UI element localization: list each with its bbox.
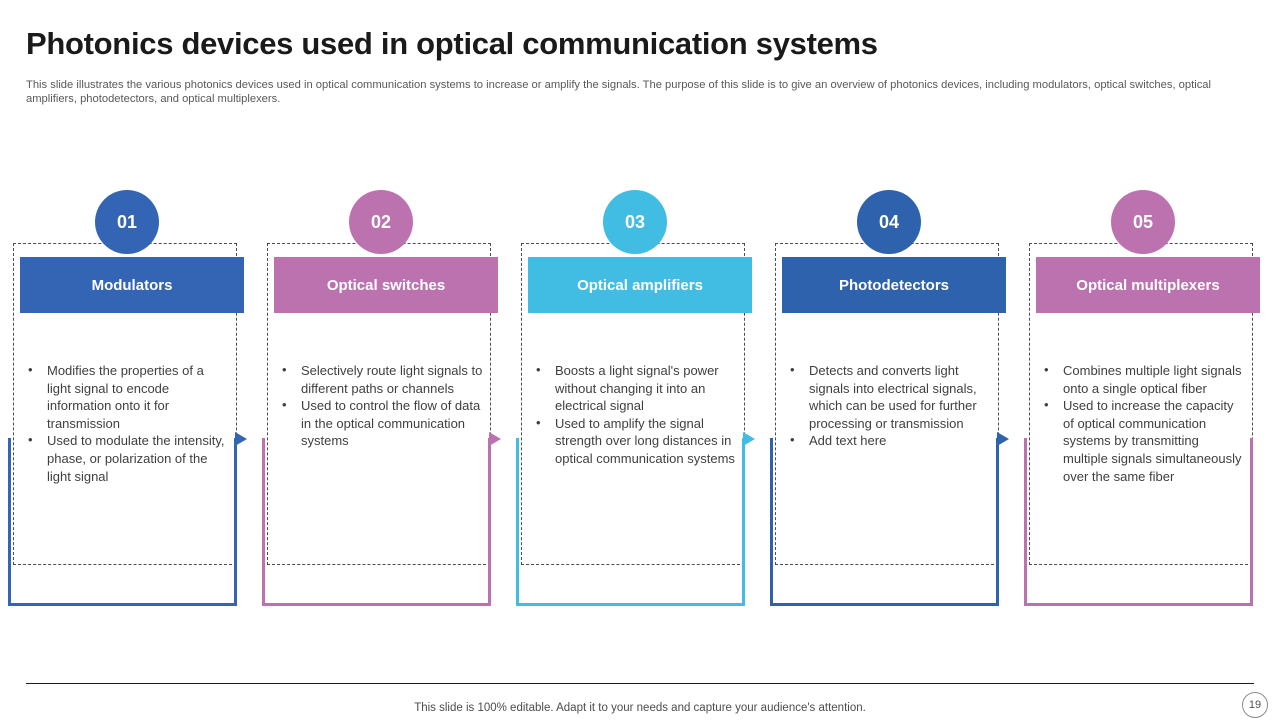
column-header-04[interactable]: Photodetectors xyxy=(782,257,1006,313)
accent-frame xyxy=(8,432,247,606)
list-item: Modifies the properties of a light signa… xyxy=(20,361,230,432)
list-item: Boosts a light signal's power without ch… xyxy=(528,361,738,415)
list-item: Combines multiple light signals onto a s… xyxy=(1036,361,1246,397)
step-number-circle-04: 04 xyxy=(857,190,921,254)
step-number-circle-05: 05 xyxy=(1111,190,1175,254)
bullet-list: Combines multiple light signals onto a s… xyxy=(1036,361,1246,485)
step-number-label: 01 xyxy=(116,211,138,232)
step-number-circle-03: 03 xyxy=(603,190,667,254)
page-subtitle: This slide illustrates the various photo… xyxy=(26,79,1212,105)
column-header-label: Modulators xyxy=(91,276,173,294)
flow-arrow-icon xyxy=(489,432,501,446)
device-columns-container: Modulators 01Modifies the properties of a… xyxy=(0,190,1280,620)
step-number-circle-01: 01 xyxy=(95,190,159,254)
column-header-03[interactable]: Optical amplifiers xyxy=(528,257,752,313)
bullet-list: Detects and converts light signals into … xyxy=(782,361,992,450)
device-column-01: Modulators 01Modifies the properties of a… xyxy=(0,190,254,620)
column-header-05[interactable]: Optical multiplexers xyxy=(1036,257,1260,313)
list-item: Used to modulate the intensity, phase, o… xyxy=(20,431,230,485)
column-header-label: Optical switches xyxy=(326,276,446,294)
step-number-label: 02 xyxy=(370,211,392,232)
flow-arrow-icon xyxy=(743,432,755,446)
column-header-label: Photodetectors xyxy=(838,276,949,294)
step-number-circle-02: 02 xyxy=(349,190,413,254)
column-header-label: Optical amplifiers xyxy=(577,276,703,294)
list-item: Used to amplify the signal strength over… xyxy=(528,414,738,468)
page-title: Photonics devices used in optical commun… xyxy=(26,26,878,61)
footer-divider xyxy=(26,683,1254,684)
page-number-badge: 19 xyxy=(1242,692,1268,718)
column-header-01[interactable]: Modulators xyxy=(20,257,244,313)
device-column-03: Optical amplifiers 03Boosts a light signa… xyxy=(508,190,762,620)
accent-frame xyxy=(262,432,501,606)
device-column-05: Optical multiplexers 05Combines multiple … xyxy=(1016,190,1270,620)
accent-frame xyxy=(770,432,1009,606)
device-column-02: Optical switches 02Selectively route ligh… xyxy=(254,190,508,620)
column-header-label: Optical multiplexers xyxy=(1076,276,1220,294)
column-header-02[interactable]: Optical switches xyxy=(274,257,498,313)
list-item: Detects and converts light signals into … xyxy=(782,361,992,432)
footer-note: This slide is 100% editable. Adapt it to… xyxy=(414,702,866,714)
list-item: Selectively route light signals to diffe… xyxy=(274,361,484,397)
device-column-04: Photodetectors 04Detects and converts lig… xyxy=(762,190,1016,620)
bullet-list: Modifies the properties of a light signa… xyxy=(20,361,230,485)
step-number-label: 04 xyxy=(878,211,900,232)
bullet-list: Boosts a light signal's power without ch… xyxy=(528,361,738,468)
flow-arrow-icon xyxy=(235,432,247,446)
accent-frame xyxy=(516,432,755,606)
accent-frame xyxy=(1024,438,1253,606)
flow-arrow-icon xyxy=(997,432,1009,446)
step-number-label: 05 xyxy=(1132,211,1154,232)
bullet-list: Selectively route light signals to diffe… xyxy=(274,361,484,450)
list-item: Used to control the flow of data in the … xyxy=(274,396,484,450)
list-item: Add text here xyxy=(782,431,992,450)
step-number-label: 03 xyxy=(624,211,646,232)
list-item: Used to increase the capacity of optical… xyxy=(1036,396,1246,485)
